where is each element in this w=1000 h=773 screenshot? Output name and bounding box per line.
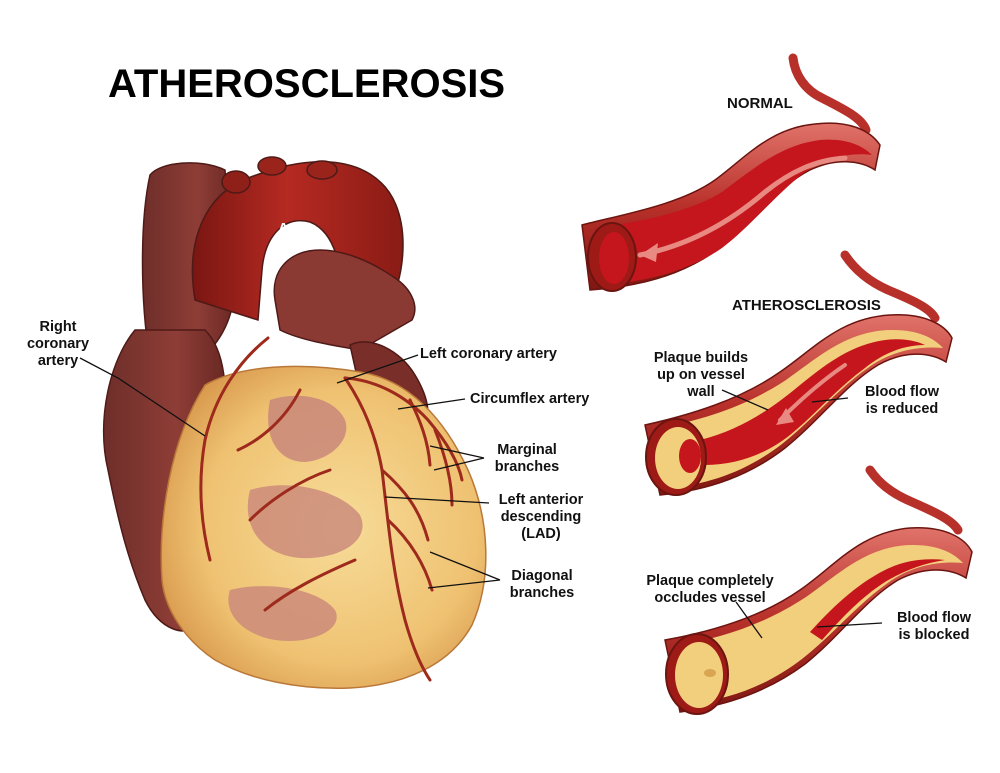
muscle-patch-2 — [247, 485, 363, 559]
marginal-branch-1 — [408, 398, 432, 467]
marginal-branch-2 — [433, 428, 454, 507]
diagonal-branch-2 — [386, 518, 434, 592]
right-coronary-artery — [199, 336, 270, 562]
aorta-label: Aorta — [278, 220, 318, 237]
occluded-residual-blood — [810, 559, 945, 640]
left-anterior-descending-artery — [343, 376, 432, 682]
diagonal-branch-1 — [380, 468, 430, 542]
atherosclerosis-heading: ATHEROSCLEROSIS — [732, 297, 881, 314]
athero-vessel-tail — [840, 250, 940, 323]
muscle-patch-3 — [228, 586, 337, 641]
normal-flow-arrow — [637, 155, 848, 258]
normal-vessel-tail — [788, 53, 871, 135]
occluded-vessel — [664, 465, 973, 715]
occluded-vessel-tail — [865, 465, 963, 535]
normal-vessel — [581, 53, 881, 292]
diagonal-branches-label: Diagonal branches — [509, 568, 575, 601]
pulmonary-trunk — [273, 249, 416, 351]
heart — [102, 156, 487, 690]
circumflex-artery — [343, 376, 464, 482]
blood-flow-blocked-label: Blood flow is blocked — [896, 610, 972, 643]
plaque-occludes-label: Plaque completely occludes vessel — [646, 573, 774, 606]
circumflex-artery-label: Circumflex artery — [470, 391, 590, 407]
normal-heading: NORMAL — [727, 95, 793, 112]
lateral-branch-1 — [236, 388, 302, 452]
plaque-builds-label: Plaque builds up on vessel wall — [653, 350, 749, 400]
marginal-branches-label: Marginal branches — [494, 442, 560, 475]
aorta-branch-left — [221, 170, 251, 194]
left-coronary-artery-label: Left coronary artery — [420, 346, 557, 362]
lateral-branch-3 — [263, 558, 357, 612]
right-coronary-artery-label: Right coronary artery — [26, 319, 90, 369]
lateral-branch-2 — [248, 468, 332, 522]
occluded-opening-center — [704, 669, 716, 677]
aorta-branch-right — [306, 160, 338, 180]
blood-flow-reduced-label: Blood flow is reduced — [864, 384, 940, 417]
lad-label: Left anterior descending (LAD) — [498, 492, 584, 542]
normal-arrow-head — [640, 243, 658, 262]
normal-opening-lumen — [599, 232, 629, 284]
athero-arrow-head — [776, 408, 794, 425]
vessel-leader-lines — [721, 389, 883, 639]
page-title: ATHEROSCLEROSIS — [108, 62, 506, 106]
coronary-arteries — [199, 336, 464, 682]
athero-opening-lumen — [679, 439, 701, 473]
occluded-opening-plaque — [675, 642, 723, 708]
aorta-branch-mid — [257, 156, 287, 176]
heart-leader-lines — [79, 354, 501, 589]
